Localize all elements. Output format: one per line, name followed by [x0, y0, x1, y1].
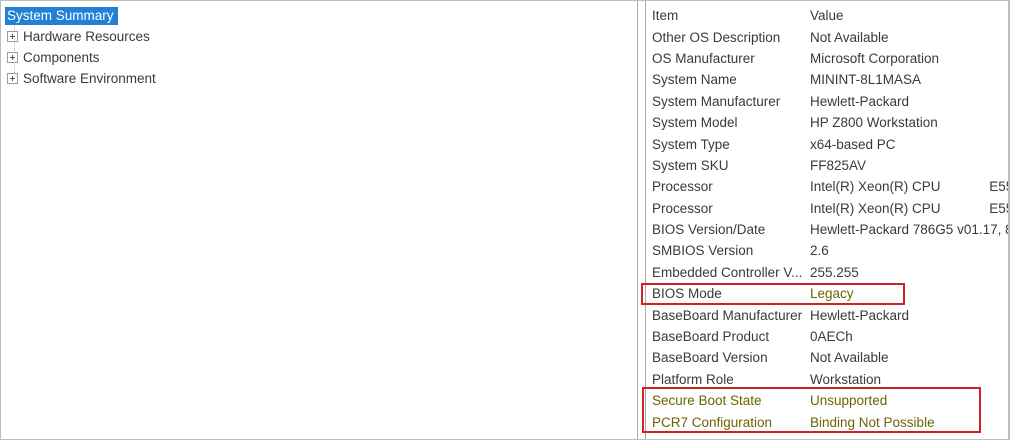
row-item: BIOS Mode	[652, 286, 722, 302]
expand-plus-icon[interactable]	[7, 52, 18, 63]
row-item: Embedded Controller V...	[652, 264, 803, 280]
table-row[interactable]: SMBIOS Version 2.6	[646, 240, 1008, 261]
table-row[interactable]: BaseBoard Version Not Available	[646, 347, 1008, 368]
table-row-secure-boot-state[interactable]: Secure Boot State Unsupported	[646, 390, 1008, 411]
expand-plus-icon[interactable]	[7, 73, 18, 84]
row-item: SMBIOS Version	[652, 243, 754, 259]
row-value: Not Available	[810, 350, 889, 366]
row-value: Not Available	[810, 29, 889, 45]
row-item: System Model	[652, 115, 738, 131]
row-item: System SKU	[652, 157, 729, 173]
row-value: MININT-8L1MASA	[810, 72, 922, 88]
tree-item-label[interactable]: Hardware Resources	[23, 29, 150, 44]
row-item: PCR7 Configuration	[652, 414, 773, 430]
tree-guide-line	[14, 21, 15, 79]
table-row[interactable]: System Manufacturer Hewlett-Packard	[646, 91, 1008, 112]
row-value: Hewlett-Packard	[810, 93, 910, 109]
pane-divider[interactable]	[638, 1, 645, 439]
table-row[interactable]: BIOS Version/Date Hewlett-Packard 786G5 …	[646, 219, 1008, 240]
row-item: Processor	[652, 179, 713, 195]
column-header-item[interactable]: Item	[652, 8, 679, 24]
detail-list-pane: Item Value Other OS Description Not Avai…	[645, 1, 1009, 439]
table-row[interactable]: OS Manufacturer Microsoft Corporation	[646, 48, 1008, 69]
row-item: OS Manufacturer	[652, 50, 755, 66]
row-item: System Type	[652, 136, 730, 152]
expand-plus-icon[interactable]	[7, 31, 18, 42]
tree-item-label[interactable]: System Summary	[5, 6, 118, 25]
category-tree-pane: System Summary Hardware Resources Compon…	[1, 1, 638, 439]
row-item: System Name	[652, 72, 737, 88]
row-value: 255.255	[810, 264, 859, 280]
tree-item-software-environment[interactable]: Software Environment	[4, 68, 637, 89]
column-header-row: Item Value	[646, 5, 1008, 26]
row-item: Platform Role	[652, 371, 734, 387]
tree-item-components[interactable]: Components	[4, 47, 637, 68]
row-item: Secure Boot State	[652, 393, 762, 409]
tree-item-label[interactable]: Software Environment	[23, 71, 156, 86]
row-value: Legacy	[810, 286, 854, 302]
row-value: HP Z800 Workstation	[810, 115, 938, 131]
row-item: System Manufacturer	[652, 93, 781, 109]
row-value: Unsupported	[810, 393, 888, 409]
row-item: Processor	[652, 200, 713, 216]
table-row[interactable]: System Model HP Z800 Workstation	[646, 112, 1008, 133]
row-item: BaseBoard Version	[652, 350, 768, 366]
row-value: 0AECh	[810, 329, 853, 345]
row-item: Other OS Description	[652, 29, 781, 45]
table-row[interactable]: System Name MININT-8L1MASA	[646, 69, 1008, 90]
row-value: FF825AV	[810, 157, 867, 173]
row-value: Hewlett-Packard 786G5 v01.17, 8/	[810, 222, 1008, 238]
row-item: BIOS Version/Date	[652, 222, 766, 238]
row-value: x64-based PC	[810, 136, 896, 152]
table-row-bios-mode[interactable]: BIOS Mode Legacy	[646, 283, 1008, 304]
row-value: Intel(R) Xeon(R) CPU E5506	[810, 200, 1008, 216]
row-value: Hewlett-Packard	[810, 307, 910, 323]
table-row[interactable]: Platform Role Workstation	[646, 369, 1008, 390]
row-value: Microsoft Corporation	[810, 50, 940, 66]
tree-item-hardware-resources[interactable]: Hardware Resources	[4, 26, 637, 47]
table-row[interactable]: Embedded Controller V... 255.255	[646, 262, 1008, 283]
tree-item-system-summary[interactable]: System Summary	[4, 5, 637, 26]
table-row[interactable]: BaseBoard Product 0AECh	[646, 326, 1008, 347]
row-item: BaseBoard Product	[652, 329, 770, 345]
column-header-value[interactable]: Value	[810, 8, 844, 24]
row-value: 2.6	[810, 243, 829, 259]
row-item: BaseBoard Manufacturer	[652, 307, 803, 323]
table-row[interactable]: System Type x64-based PC	[646, 133, 1008, 154]
table-row[interactable]: Other OS Description Not Available	[646, 26, 1008, 47]
table-row[interactable]: BaseBoard Manufacturer Hewlett-Packard	[646, 304, 1008, 325]
row-value: Intel(R) Xeon(R) CPU E5506	[810, 179, 1008, 195]
tree-item-label[interactable]: Components	[23, 50, 100, 65]
table-row[interactable]: Processor Intel(R) Xeon(R) CPU E5506	[646, 198, 1008, 219]
table-row-pcr7-configuration[interactable]: PCR7 Configuration Binding Not Possible	[646, 411, 1008, 432]
table-row[interactable]: System SKU FF825AV	[646, 155, 1008, 176]
row-value: Binding Not Possible	[810, 414, 935, 430]
row-value: Workstation	[810, 371, 882, 387]
table-row[interactable]: Processor Intel(R) Xeon(R) CPU E5506	[646, 176, 1008, 197]
